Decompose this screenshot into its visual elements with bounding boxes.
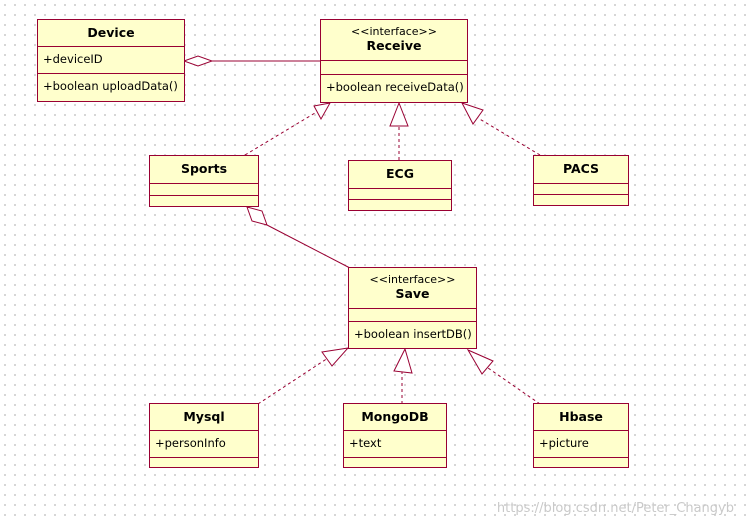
class-pacs-operations [534,194,628,205]
class-save[interactable]: <<interface>> Save +boolean insertDB() [348,267,477,349]
aggregation-sports-save [246,206,351,269]
realization-arrowhead-pacs [460,102,484,125]
class-sports-attributes [150,183,258,195]
class-ecg-operations [349,199,451,210]
class-name: Sports [180,161,228,176]
class-device-header: Device [38,20,184,46]
class-save-header: <<interface>> Save [349,268,476,308]
class-hbase-attributes: +picture [534,430,628,457]
aggregation-device-receive [182,55,320,67]
class-receive-header: <<interface>> Receive [321,20,467,60]
class-pacs-attributes [534,183,628,194]
class-name: Mysql [183,409,225,424]
class-device-operations: +boolean uploadData() [38,73,184,101]
class-mysql[interactable]: Mysql +personInfo [149,403,259,468]
class-save-operations: +boolean insertDB() [349,321,476,348]
attribute: +personInfo [155,436,226,450]
class-hbase-operations [534,457,628,467]
watermark-url: https://blog.csdn.net/Peter_Changyb [496,501,734,516]
class-name: Receive [366,38,422,53]
operation: +boolean receiveData() [326,80,464,94]
class-name: MongoDB [361,409,429,424]
realization-arrowhead-mongodb [393,347,413,374]
class-save-attributes [349,308,476,321]
operation: +boolean uploadData() [43,79,178,93]
class-hbase-header: Hbase [534,404,628,430]
class-mysql-operations [150,457,258,467]
realization-mysql-save [257,357,329,405]
class-name: ECG [386,166,414,181]
class-name: Device [87,25,135,40]
class-receive[interactable]: <<interface>> Receive +boolean receiveDa… [320,19,468,103]
class-pacs-header: PACS [534,156,628,183]
operation: +boolean insertDB() [354,327,472,341]
realization-pacs-receive [477,117,541,156]
realization-arrowhead-sports [313,102,331,121]
class-name: Save [395,286,430,301]
class-sports-header: Sports [150,156,258,183]
stereotype-label: <<interface>> [369,273,456,286]
class-ecg[interactable]: ECG [348,160,452,211]
class-receive-operations: +boolean receiveData() [321,74,467,102]
class-mysql-attributes: +personInfo [150,430,258,457]
class-name: Hbase [559,409,603,424]
class-name: PACS [562,161,600,176]
attribute: +picture [539,436,589,450]
realization-hbase-save [487,367,541,405]
attribute: +deviceID [43,52,103,66]
realization-arrowhead-hbase [466,348,494,375]
class-ecg-header: ECG [349,161,451,188]
attribute: +text [349,436,382,450]
class-mongodb-operations [344,457,446,467]
class-mongodb[interactable]: MongoDB +text [343,403,447,468]
class-mongodb-attributes: +text [344,430,446,457]
class-mysql-header: Mysql [150,404,258,430]
class-mongodb-header: MongoDB [344,404,446,430]
class-sports-operations [150,195,258,206]
class-sports[interactable]: Sports [149,155,259,207]
realization-arrowhead-mysql [321,347,350,367]
class-hbase[interactable]: Hbase +picture [533,403,629,468]
stereotype-label: <<interface>> [351,25,437,38]
class-ecg-attributes [349,188,451,199]
class-pacs[interactable]: PACS [533,155,629,206]
class-device-attributes: +deviceID [38,46,184,73]
realization-arrowhead-ecg [389,101,409,127]
realization-sports-receive [244,109,321,156]
class-device[interactable]: Device +deviceID +boolean uploadData() [37,19,185,102]
class-receive-attributes [321,60,467,74]
